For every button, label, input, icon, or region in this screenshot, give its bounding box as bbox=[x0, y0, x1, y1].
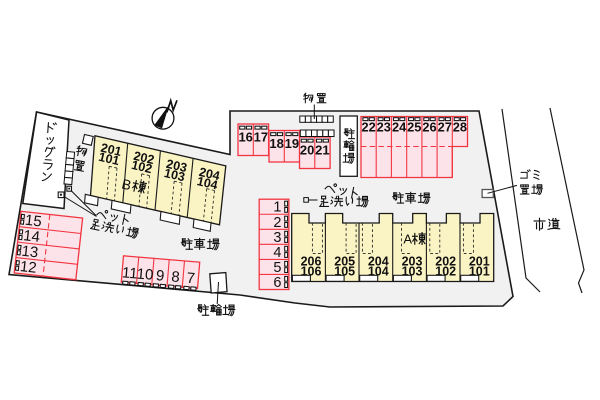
svg-text:B: B bbox=[120, 176, 133, 194]
svg-text:202: 202 bbox=[132, 149, 156, 167]
svg-text:5: 5 bbox=[273, 260, 281, 276]
svg-text:2: 2 bbox=[273, 215, 281, 231]
svg-text:7: 7 bbox=[186, 270, 196, 288]
svg-text:8: 8 bbox=[171, 268, 181, 286]
svg-text:205: 205 bbox=[334, 254, 355, 268]
svg-text:102: 102 bbox=[130, 158, 154, 176]
svg-text:28: 28 bbox=[453, 119, 467, 134]
svg-text:22: 22 bbox=[361, 119, 375, 134]
svg-text:105: 105 bbox=[334, 265, 355, 279]
svg-text:20: 20 bbox=[300, 142, 314, 157]
svg-text:201: 201 bbox=[99, 141, 123, 159]
svg-text:102: 102 bbox=[435, 265, 456, 279]
svg-text:6: 6 bbox=[273, 275, 281, 291]
svg-text:203: 203 bbox=[165, 157, 189, 175]
svg-text:26: 26 bbox=[422, 119, 436, 134]
svg-text:106: 106 bbox=[301, 265, 322, 279]
svg-text:27: 27 bbox=[438, 119, 452, 134]
svg-text:9: 9 bbox=[155, 267, 165, 285]
svg-text:17: 17 bbox=[254, 129, 268, 144]
svg-text:3: 3 bbox=[273, 230, 281, 246]
svg-text:A: A bbox=[403, 232, 412, 247]
svg-text:204: 204 bbox=[198, 165, 222, 183]
svg-text:204: 204 bbox=[368, 254, 389, 268]
svg-text:203: 203 bbox=[402, 254, 423, 268]
svg-text:1: 1 bbox=[273, 200, 281, 216]
svg-text:104: 104 bbox=[196, 174, 220, 192]
svg-text:101: 101 bbox=[469, 265, 490, 279]
svg-text:10: 10 bbox=[136, 265, 154, 283]
svg-text:103: 103 bbox=[402, 265, 423, 279]
svg-text:11: 11 bbox=[121, 264, 138, 282]
svg-text:103: 103 bbox=[163, 166, 187, 184]
svg-text:104: 104 bbox=[368, 265, 389, 279]
svg-text:23: 23 bbox=[377, 119, 391, 134]
svg-text:4: 4 bbox=[273, 245, 281, 261]
svg-text:16: 16 bbox=[238, 129, 252, 144]
svg-text:19: 19 bbox=[285, 136, 299, 151]
svg-text:25: 25 bbox=[407, 119, 421, 134]
svg-text:12: 12 bbox=[19, 258, 37, 277]
svg-text:18: 18 bbox=[269, 136, 283, 151]
svg-text:13: 13 bbox=[21, 243, 39, 262]
svg-text:14: 14 bbox=[22, 227, 40, 246]
svg-text:15: 15 bbox=[24, 212, 42, 231]
svg-text:206: 206 bbox=[301, 254, 322, 268]
svg-text:202: 202 bbox=[435, 254, 456, 268]
svg-text:201: 201 bbox=[469, 254, 490, 268]
svg-text:21: 21 bbox=[315, 142, 329, 157]
svg-text:24: 24 bbox=[392, 119, 407, 134]
svg-text:101: 101 bbox=[97, 150, 121, 168]
